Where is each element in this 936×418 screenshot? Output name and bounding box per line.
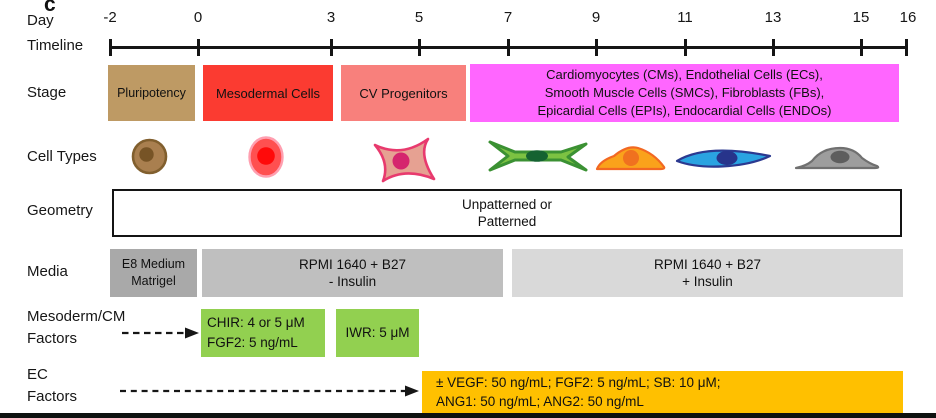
timeline-tick — [771, 39, 775, 56]
ec-box-line1: ± VEGF: 50 ng/mL; FGF2: 5 ng/mL; SB: 10 … — [436, 375, 721, 390]
media-e8-line1: E8 Medium — [121, 257, 186, 271]
day-label: 5 — [414, 9, 424, 26]
day-row-label: Day — [27, 12, 54, 29]
gray-dome-cell-icon — [794, 146, 880, 170]
stage-final-cell-types-box: Cardiomyocytes (CMs), Endothelial Cells … — [470, 64, 899, 122]
day-label: 9 — [591, 9, 601, 26]
cell-types-row-label: Cell Types — [27, 148, 97, 165]
timeline-tick — [859, 39, 863, 56]
mesodermal-cell-icon — [248, 136, 284, 178]
stage-row-label: Stage — [27, 84, 67, 101]
geometry-line1: Unpatterned or — [461, 197, 553, 212]
cardiomyocyte-cell-icon — [488, 140, 588, 172]
fgf2-line: FGF2: 5 ng/mL — [207, 335, 298, 350]
day-label: 0 — [193, 9, 203, 26]
timeline-tick — [329, 39, 333, 56]
ec-dashed-arrow — [120, 385, 419, 397]
day-label: 15 — [852, 9, 870, 26]
media-rpmi-plus-line2: + Insulin — [682, 274, 733, 289]
blue-spindle-cell-icon — [675, 149, 772, 168]
day-label: 16 — [899, 9, 917, 26]
timeline-tick — [417, 39, 421, 56]
stage-final-line2: Smooth Muscle Cells (SMCs), Fibroblasts … — [544, 85, 825, 100]
media-rpmi-minus-line1: RPMI 1640 + B27 — [299, 257, 406, 272]
day-label: 3 — [326, 9, 336, 26]
stage-cv-progenitors-box: CV Progenitors — [341, 65, 466, 121]
media-rpmi-plus-line1: RPMI 1640 + B27 — [654, 257, 761, 272]
stage-final-line1: Cardiomyocytes (CMs), Endothelial Cells … — [546, 67, 823, 82]
geometry-line2: Patterned — [477, 214, 537, 229]
ec-label-line1: EC — [27, 366, 48, 383]
cv-progenitor-cell-icon — [373, 137, 436, 183]
media-rpmi-plus-insulin-box: RPMI 1640 + B27 + Insulin — [512, 249, 903, 297]
timeline-tick — [594, 39, 598, 56]
timeline-tick — [196, 39, 200, 56]
chir-line: CHIR: 4 or 5 μM — [207, 315, 305, 330]
stage-final-line3: Epicardial Cells (EPIs), Endocardial Cel… — [537, 103, 832, 118]
orange-dome-cell-icon — [595, 146, 666, 171]
chir-fgf2-factor-box: CHIR: 4 or 5 μM FGF2: 5 ng/mL — [201, 309, 325, 357]
iwr-factor-box: IWR: 5 μM — [336, 309, 419, 357]
timeline-tick — [506, 39, 510, 56]
ec-label-line2: Factors — [27, 388, 78, 405]
timeline-tick — [904, 39, 908, 56]
figure-bottom-rule — [0, 413, 936, 418]
media-e8-line2: Matrigel — [131, 274, 176, 288]
day-label: 13 — [764, 9, 782, 26]
stage-mesodermal-box: Mesodermal Cells — [203, 65, 333, 121]
timeline-tick — [108, 39, 112, 56]
stage-pluripotency-box: Pluripotency — [108, 65, 195, 121]
iwr-line: IWR: 5 μM — [345, 325, 410, 340]
panel-letter-label: c — [44, 0, 56, 16]
timeline-row-label: Timeline — [27, 37, 84, 54]
timeline-tick — [683, 39, 687, 56]
pluripotent-cell-icon — [131, 138, 168, 175]
media-e8-box: E8 Medium Matrigel — [110, 249, 197, 297]
day-label: 11 — [677, 9, 693, 26]
geometry-row-label: Geometry — [27, 202, 93, 219]
mesoderm-cm-factors-label: Mesoderm/CM Factors — [27, 306, 125, 350]
media-rpmi-minus-insulin-box: RPMI 1640 + B27 - Insulin — [202, 249, 503, 297]
day-label: 7 — [503, 9, 513, 26]
media-rpmi-minus-line2: - Insulin — [328, 274, 377, 289]
mesoderm-cm-label-line2: Factors — [27, 330, 78, 347]
mesoderm-cm-label-line1: Mesoderm/CM — [27, 308, 126, 325]
ec-factor-box: ± VEGF: 50 ng/mL; FGF2: 5 ng/mL; SB: 10 … — [422, 371, 903, 413]
day-label: -2 — [103, 9, 117, 26]
media-row-label: Media — [27, 263, 68, 280]
geometry-box: Unpatterned or Patterned — [112, 189, 902, 237]
ec-factors-label: EC Factors — [27, 364, 77, 408]
mesoderm-dashed-arrow — [122, 327, 199, 339]
ec-box-line2: ANG1: 50 ng/mL; ANG2: 50 ng/mL — [436, 394, 644, 409]
